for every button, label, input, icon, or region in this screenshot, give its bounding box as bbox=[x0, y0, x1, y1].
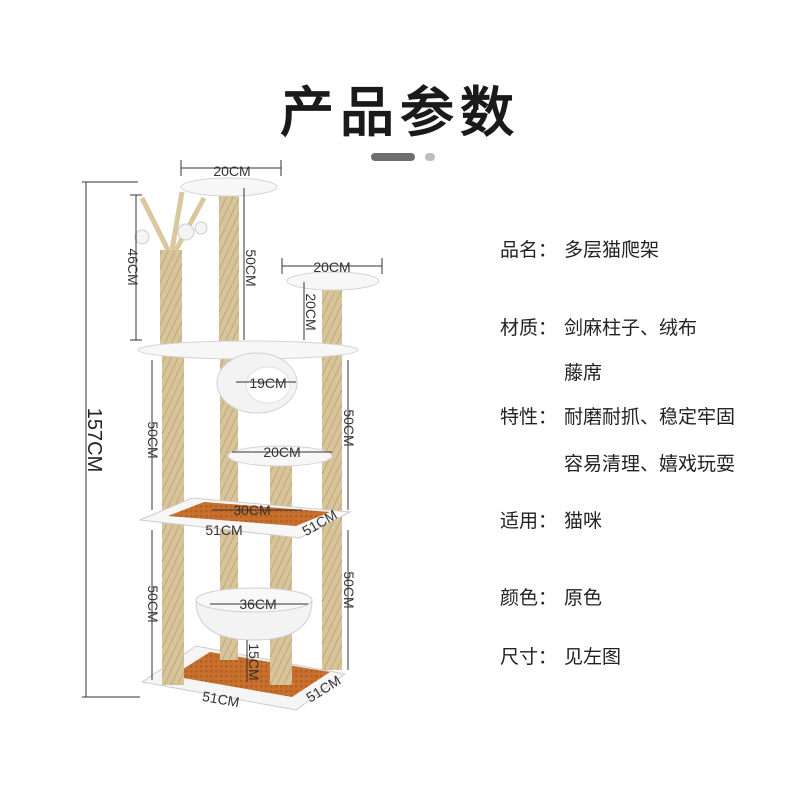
spec-name: 品名： 多层猫爬架 bbox=[500, 235, 659, 262]
dim-total-height: 157CM bbox=[83, 408, 105, 472]
dim-mid-platform-width: 20CM bbox=[263, 444, 300, 460]
spec-value: 原色 bbox=[564, 587, 603, 609]
spec-color: 颜色： 原色 bbox=[500, 583, 602, 610]
spec-label: 特性： bbox=[500, 406, 558, 428]
post-top bbox=[219, 185, 239, 350]
platform-mid bbox=[227, 445, 333, 467]
dim-lower-left-height: 50CM bbox=[145, 585, 161, 622]
spec-value: 猫咪 bbox=[564, 510, 603, 532]
platform-top bbox=[180, 177, 278, 197]
spec-material: 材质： 剑麻柱子、绒布 bbox=[500, 313, 697, 340]
base-mat bbox=[172, 652, 330, 697]
spec-value: 见左图 bbox=[564, 646, 622, 668]
dim-top-platform-width: 20CM bbox=[213, 163, 250, 179]
spec-value: 藤席 bbox=[564, 362, 603, 384]
spec-value: 容易清理、嬉戏玩耍 bbox=[564, 453, 736, 475]
spec-value: 多层猫爬架 bbox=[564, 239, 660, 261]
spec-material-line-2: 藤席 bbox=[500, 358, 602, 385]
spec-label: 尺寸： bbox=[500, 646, 558, 668]
indicator-active bbox=[371, 153, 415, 161]
dimension-lines bbox=[82, 160, 383, 698]
dim-tunnel-diameter: 19CM bbox=[249, 375, 286, 391]
dim-base-depth: 51CM bbox=[201, 688, 241, 710]
post-side bbox=[322, 285, 342, 670]
spec-label: 颜色： bbox=[500, 587, 558, 609]
spec-label: 品名： bbox=[500, 239, 558, 261]
spec-feature: 特性： 耐磨耐抓、稳定牢固 bbox=[500, 402, 735, 429]
spec-suitable: 适用： 猫咪 bbox=[500, 506, 602, 533]
spec-feature-line-2: 容易清理、嬉戏玩耍 bbox=[500, 449, 735, 476]
dim-top-post-height: 50CM bbox=[243, 249, 259, 286]
dim-bed-diameter: 36CM bbox=[239, 596, 276, 612]
post-toy bbox=[160, 250, 182, 350]
middle-tray bbox=[168, 502, 330, 526]
spec-value: 耐磨耐抓、稳定牢固 bbox=[564, 406, 736, 428]
dim-tray-width: 30CM bbox=[233, 502, 270, 518]
dim-side-post-height: 20CM bbox=[303, 293, 319, 330]
spec-label: 适用： bbox=[500, 510, 558, 532]
toy-branches bbox=[134, 191, 208, 252]
dim-toy-post-height: 46CM bbox=[125, 248, 141, 285]
page-title: 产品参数 bbox=[280, 81, 520, 144]
indicator-inactive bbox=[425, 153, 435, 161]
platform-side bbox=[286, 271, 380, 291]
dim-side-platform-width: 20CM bbox=[313, 259, 350, 275]
post-middle bbox=[270, 465, 292, 685]
spec-value: 剑麻柱子、绒布 bbox=[564, 317, 698, 339]
dim-bed-height: 15CM bbox=[246, 643, 262, 680]
dim-lower-right-height: 50CM bbox=[341, 571, 357, 608]
dim-upper-left-height: 50CM bbox=[145, 421, 161, 458]
dim-middle-deck-depth: 51CM bbox=[205, 522, 242, 538]
spec-label: 材质： bbox=[500, 317, 558, 339]
dim-upper-right-height: 50CM bbox=[341, 409, 357, 446]
spec-size: 尺寸： 见左图 bbox=[500, 642, 621, 669]
